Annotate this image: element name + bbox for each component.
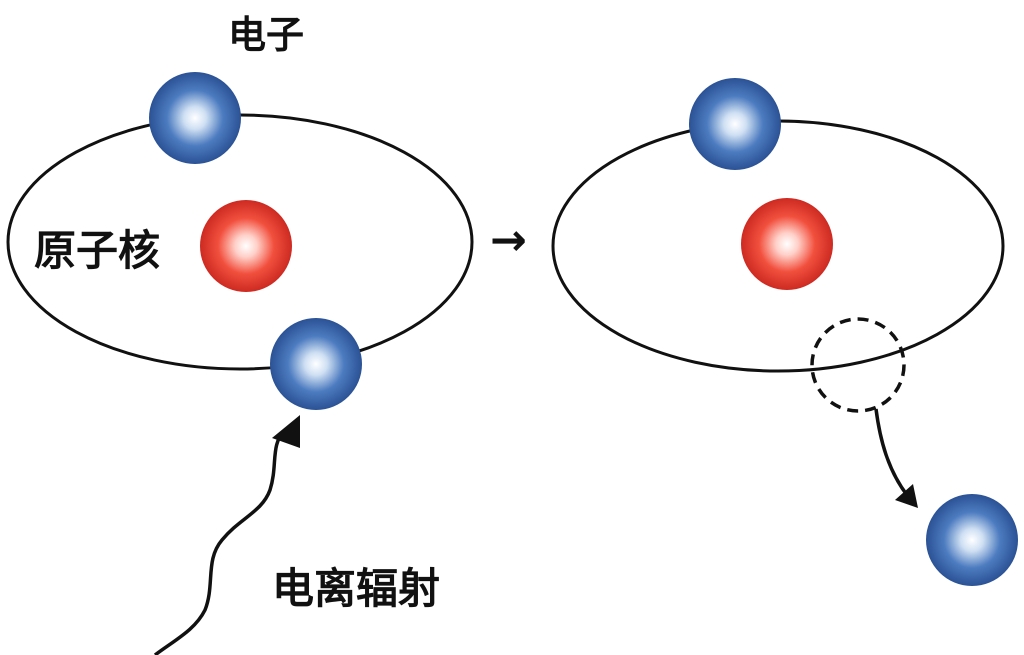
electron-label: 电子 [228, 13, 304, 57]
nucleus-label: 原子核 [34, 226, 160, 275]
ejection-arrowhead [895, 484, 918, 508]
radiation-label: 电离辐射 [272, 564, 440, 613]
electron-top-right [689, 78, 781, 170]
transition-arrow: → [490, 215, 527, 266]
radiation-wave [155, 430, 285, 655]
electron-bottom-left [270, 318, 362, 410]
nucleus-left [200, 200, 292, 292]
atom-after [553, 78, 1003, 411]
vacancy-dashed-circle [812, 319, 904, 411]
ejection-path [876, 409, 907, 495]
electron-top-left [149, 72, 241, 164]
ejected-electron [926, 494, 1018, 586]
nucleus-right [741, 198, 833, 290]
